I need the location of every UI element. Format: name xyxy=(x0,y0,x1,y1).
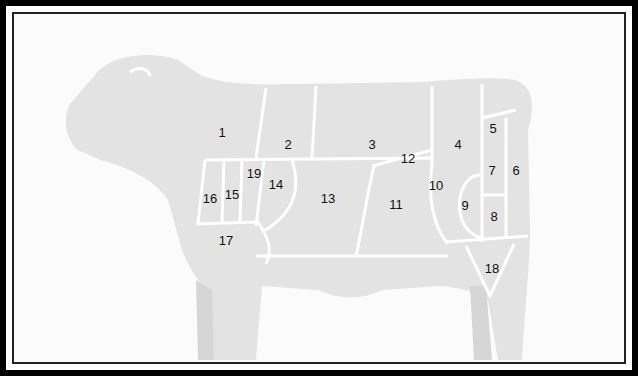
callout-number: 7 xyxy=(488,164,495,177)
callout-number: 15 xyxy=(225,188,239,201)
callout-number: 11 xyxy=(389,198,403,211)
callout-number: 1 xyxy=(218,126,225,139)
callout-number: 9 xyxy=(461,199,468,212)
callout-number: 13 xyxy=(321,192,335,205)
callout-number: 4 xyxy=(454,138,461,151)
front-leg-far xyxy=(196,280,214,360)
outer-frame xyxy=(3,3,635,373)
cut-lines xyxy=(196,84,528,296)
ear xyxy=(130,69,150,76)
callout-number: 12 xyxy=(401,152,415,165)
callout-number: 16 xyxy=(203,192,217,205)
callout-number: 6 xyxy=(512,164,519,177)
callout-number: 10 xyxy=(429,179,443,192)
callout-number: 19 xyxy=(247,167,261,180)
sheep-silhouette xyxy=(66,55,532,360)
callout-number: 18 xyxy=(485,262,499,275)
callout-number: 3 xyxy=(368,138,375,151)
back-leg-far xyxy=(470,286,492,360)
callout-number: 14 xyxy=(269,178,283,191)
callout-number: 2 xyxy=(284,138,291,151)
callout-number: 8 xyxy=(490,210,497,223)
callout-number: 5 xyxy=(489,122,496,135)
inner-frame xyxy=(13,13,625,363)
callout-number: 17 xyxy=(219,234,233,247)
